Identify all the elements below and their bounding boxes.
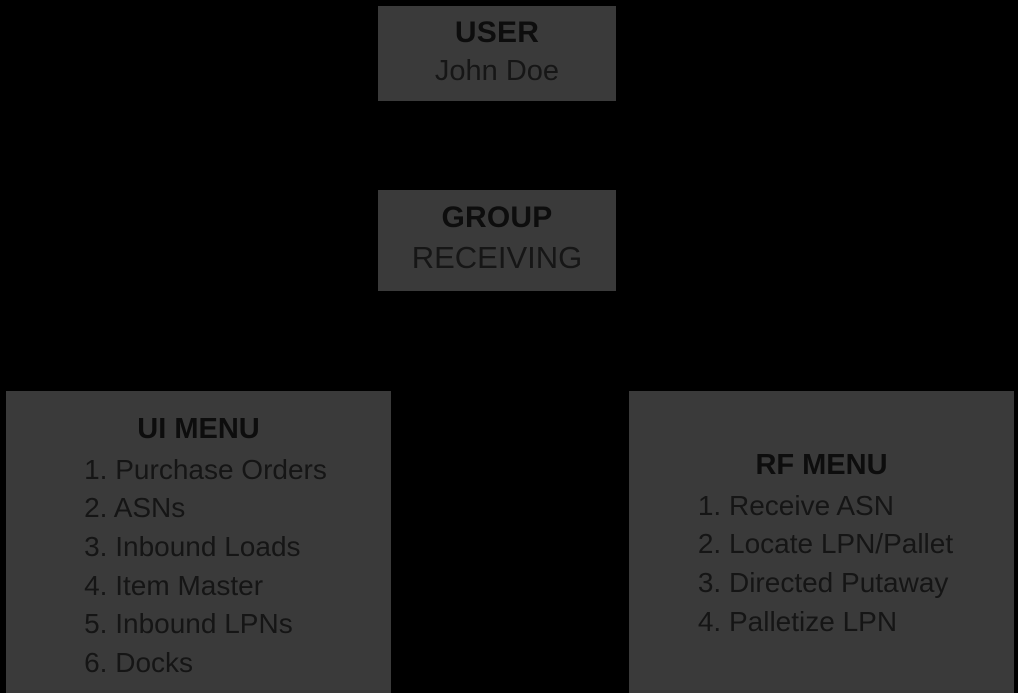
ui-menu-title: UI MENU [137, 413, 260, 445]
group-node-title: GROUP [441, 201, 553, 234]
list-item[interactable]: 6. Docks [84, 646, 194, 678]
list-item[interactable]: 4. Palletize LPN [697, 605, 898, 637]
list-item[interactable]: 4. Item Master [84, 569, 264, 601]
user-node-title: USER [454, 16, 540, 49]
group-node-value: RECEIVING [411, 239, 583, 275]
rf-menu-title: RF MENU [755, 449, 888, 481]
list-item[interactable]: 2. ASNs [84, 492, 186, 524]
user-node[interactable]: USER John Doe [378, 6, 616, 101]
list-item[interactable]: 3. Inbound Loads [84, 530, 301, 562]
ui-menu-node[interactable]: UI MENU 1. Purchase Orders 2. ASNs 3. In… [6, 391, 391, 693]
list-item[interactable]: 5. Inbound LPNs [84, 608, 293, 640]
group-node[interactable]: GROUP RECEIVING [378, 190, 616, 291]
ui-menu-list: 1. Purchase Orders 2. ASNs 3. Inbound Lo… [84, 451, 327, 683]
user-node-value: John Doe [434, 54, 560, 87]
list-item[interactable]: 3. Directed Putaway [697, 566, 949, 598]
list-item[interactable]: 1. Receive ASN [697, 489, 894, 521]
list-item[interactable]: 2. Locate LPN/Pallet [697, 528, 954, 560]
rf-menu-list: 1. Receive ASN 2. Locate LPN/Pallet 3. D… [698, 487, 953, 642]
list-item[interactable]: 1. Purchase Orders [84, 453, 327, 485]
rf-menu-node[interactable]: RF MENU 1. Receive ASN 2. Locate LPN/Pal… [629, 391, 1014, 693]
